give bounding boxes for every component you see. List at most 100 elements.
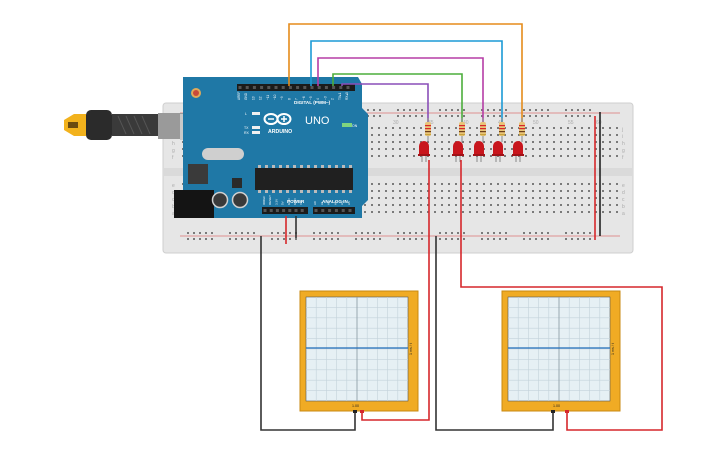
resistors[interactable] xyxy=(425,118,525,142)
scope-grid xyxy=(306,297,408,401)
analog-pin-label: A5 xyxy=(347,201,351,205)
dc-power-jack[interactable] xyxy=(174,190,214,218)
voltage-regulator xyxy=(188,164,208,184)
power-pin-label: GND xyxy=(293,198,297,206)
scope2-ground-wire[interactable] xyxy=(435,236,554,431)
svg-text:c: c xyxy=(622,197,625,203)
digital-pin-label: 8 xyxy=(287,98,291,100)
crystal-oscillator xyxy=(202,148,244,160)
scope1-signal-wire[interactable] xyxy=(361,160,430,421)
on-label: ON xyxy=(352,124,358,128)
svg-text:40: 40 xyxy=(463,120,469,126)
svg-text:RX: RX xyxy=(244,131,250,135)
scope-ground-terminal[interactable] xyxy=(353,410,357,413)
svg-text:e: e xyxy=(172,183,175,189)
probe-wires[interactable] xyxy=(260,160,663,431)
capacitor-1 xyxy=(211,191,229,209)
svg-text:j: j xyxy=(621,127,623,133)
digital-pin-label: ~10 xyxy=(273,94,277,100)
wire-purple[interactable] xyxy=(341,83,429,124)
wire-magenta[interactable] xyxy=(317,57,484,124)
red-led[interactable] xyxy=(418,141,430,162)
svg-text:f: f xyxy=(622,155,624,161)
svg-text:e: e xyxy=(622,183,625,189)
svg-text:50: 50 xyxy=(533,120,539,126)
power-pin-label: IOREF xyxy=(262,196,266,205)
power-pin-label: Vin xyxy=(299,200,303,205)
smd-chip xyxy=(232,178,242,188)
red-led[interactable] xyxy=(512,141,524,162)
scope-signal-terminal[interactable] xyxy=(565,410,569,413)
leds[interactable] xyxy=(418,141,524,162)
svg-text:h: h xyxy=(172,141,175,147)
analog-pin-header[interactable] xyxy=(313,207,355,214)
svg-text:a: a xyxy=(622,211,625,217)
scope-ground-terminal[interactable] xyxy=(551,410,555,413)
digital-pin-label: ~6 xyxy=(302,96,306,100)
resistor[interactable] xyxy=(519,118,525,142)
digital-pin-label: 13 xyxy=(251,96,255,100)
jumper-wires[interactable] xyxy=(288,23,523,124)
svg-text:g: g xyxy=(622,148,625,154)
svg-text:g: g xyxy=(172,148,175,154)
scope2-signal-wire[interactable] xyxy=(460,160,663,431)
digital-pin-label: GND xyxy=(244,92,248,100)
svg-text:d: d xyxy=(622,190,625,196)
wire-blue[interactable] xyxy=(310,40,503,124)
scope-signal-terminal[interactable] xyxy=(360,410,364,413)
atmega-microcontroller xyxy=(255,168,353,190)
svg-text:L: L xyxy=(245,112,247,116)
digital-pin-label: ~11 xyxy=(266,95,270,100)
svg-text:60: 60 xyxy=(596,120,602,126)
digital-pin-header[interactable] xyxy=(237,84,355,91)
digital-pin-label: 7 xyxy=(295,98,299,100)
scope-bottom-label: 1.00 xyxy=(553,404,560,408)
arduino-logo-icon xyxy=(263,113,292,125)
wire-orange[interactable] xyxy=(288,23,523,124)
svg-text:TX: TX xyxy=(244,126,249,130)
digital-pin-label: ~3 xyxy=(323,96,327,100)
scope1-ground-wire[interactable] xyxy=(260,236,356,431)
red-led[interactable] xyxy=(452,141,464,162)
resistor[interactable] xyxy=(425,118,431,142)
digital-pin-label: 12 xyxy=(259,96,263,100)
power-header-label: POWER xyxy=(287,199,305,204)
digital-header-label: DIGITAL (PWM~) xyxy=(294,100,331,105)
digital-pin-label: AREF xyxy=(237,91,241,100)
resistor[interactable] xyxy=(459,118,465,142)
svg-text:c: c xyxy=(172,197,175,203)
arduino-brand: ARDUINO xyxy=(268,129,292,135)
analog-pin-label: A3 xyxy=(333,201,337,205)
svg-text:h: h xyxy=(622,141,625,147)
svg-text:d: d xyxy=(172,190,175,196)
analog-pin-label: A0 xyxy=(313,201,317,205)
svg-text:i: i xyxy=(622,134,623,140)
red-led[interactable] xyxy=(473,141,485,162)
scope-grid xyxy=(508,297,610,401)
digital-pin-label: ~5 xyxy=(309,96,313,100)
svg-text:30: 30 xyxy=(393,120,399,126)
analog-pin-label: A1 xyxy=(320,201,324,205)
digital-pin-label: ~9 xyxy=(280,96,284,100)
scope-bottom-label: 1.00 xyxy=(352,404,359,408)
svg-text:55: 55 xyxy=(568,120,574,126)
oscilloscope-2[interactable]: 1.00 1 ms / t xyxy=(501,290,621,413)
resistor[interactable] xyxy=(499,118,505,142)
scope-side-label: 1 ms / t xyxy=(409,343,413,355)
status-leds: L TX RX xyxy=(244,112,260,135)
svg-text:b: b xyxy=(172,204,175,210)
resistor[interactable] xyxy=(480,118,486,142)
arduino-model: UNO xyxy=(305,115,330,127)
analog-pin-label: A4 xyxy=(340,201,344,205)
wire-green[interactable] xyxy=(332,73,463,124)
svg-text:35: 35 xyxy=(428,120,434,126)
oscilloscope-1[interactable]: 1.00 1 ms / t xyxy=(299,290,419,413)
chip-pins xyxy=(258,165,352,193)
on-led xyxy=(342,123,352,127)
red-led[interactable] xyxy=(492,141,504,162)
digital-pin-label: RX◂0 xyxy=(345,92,349,100)
